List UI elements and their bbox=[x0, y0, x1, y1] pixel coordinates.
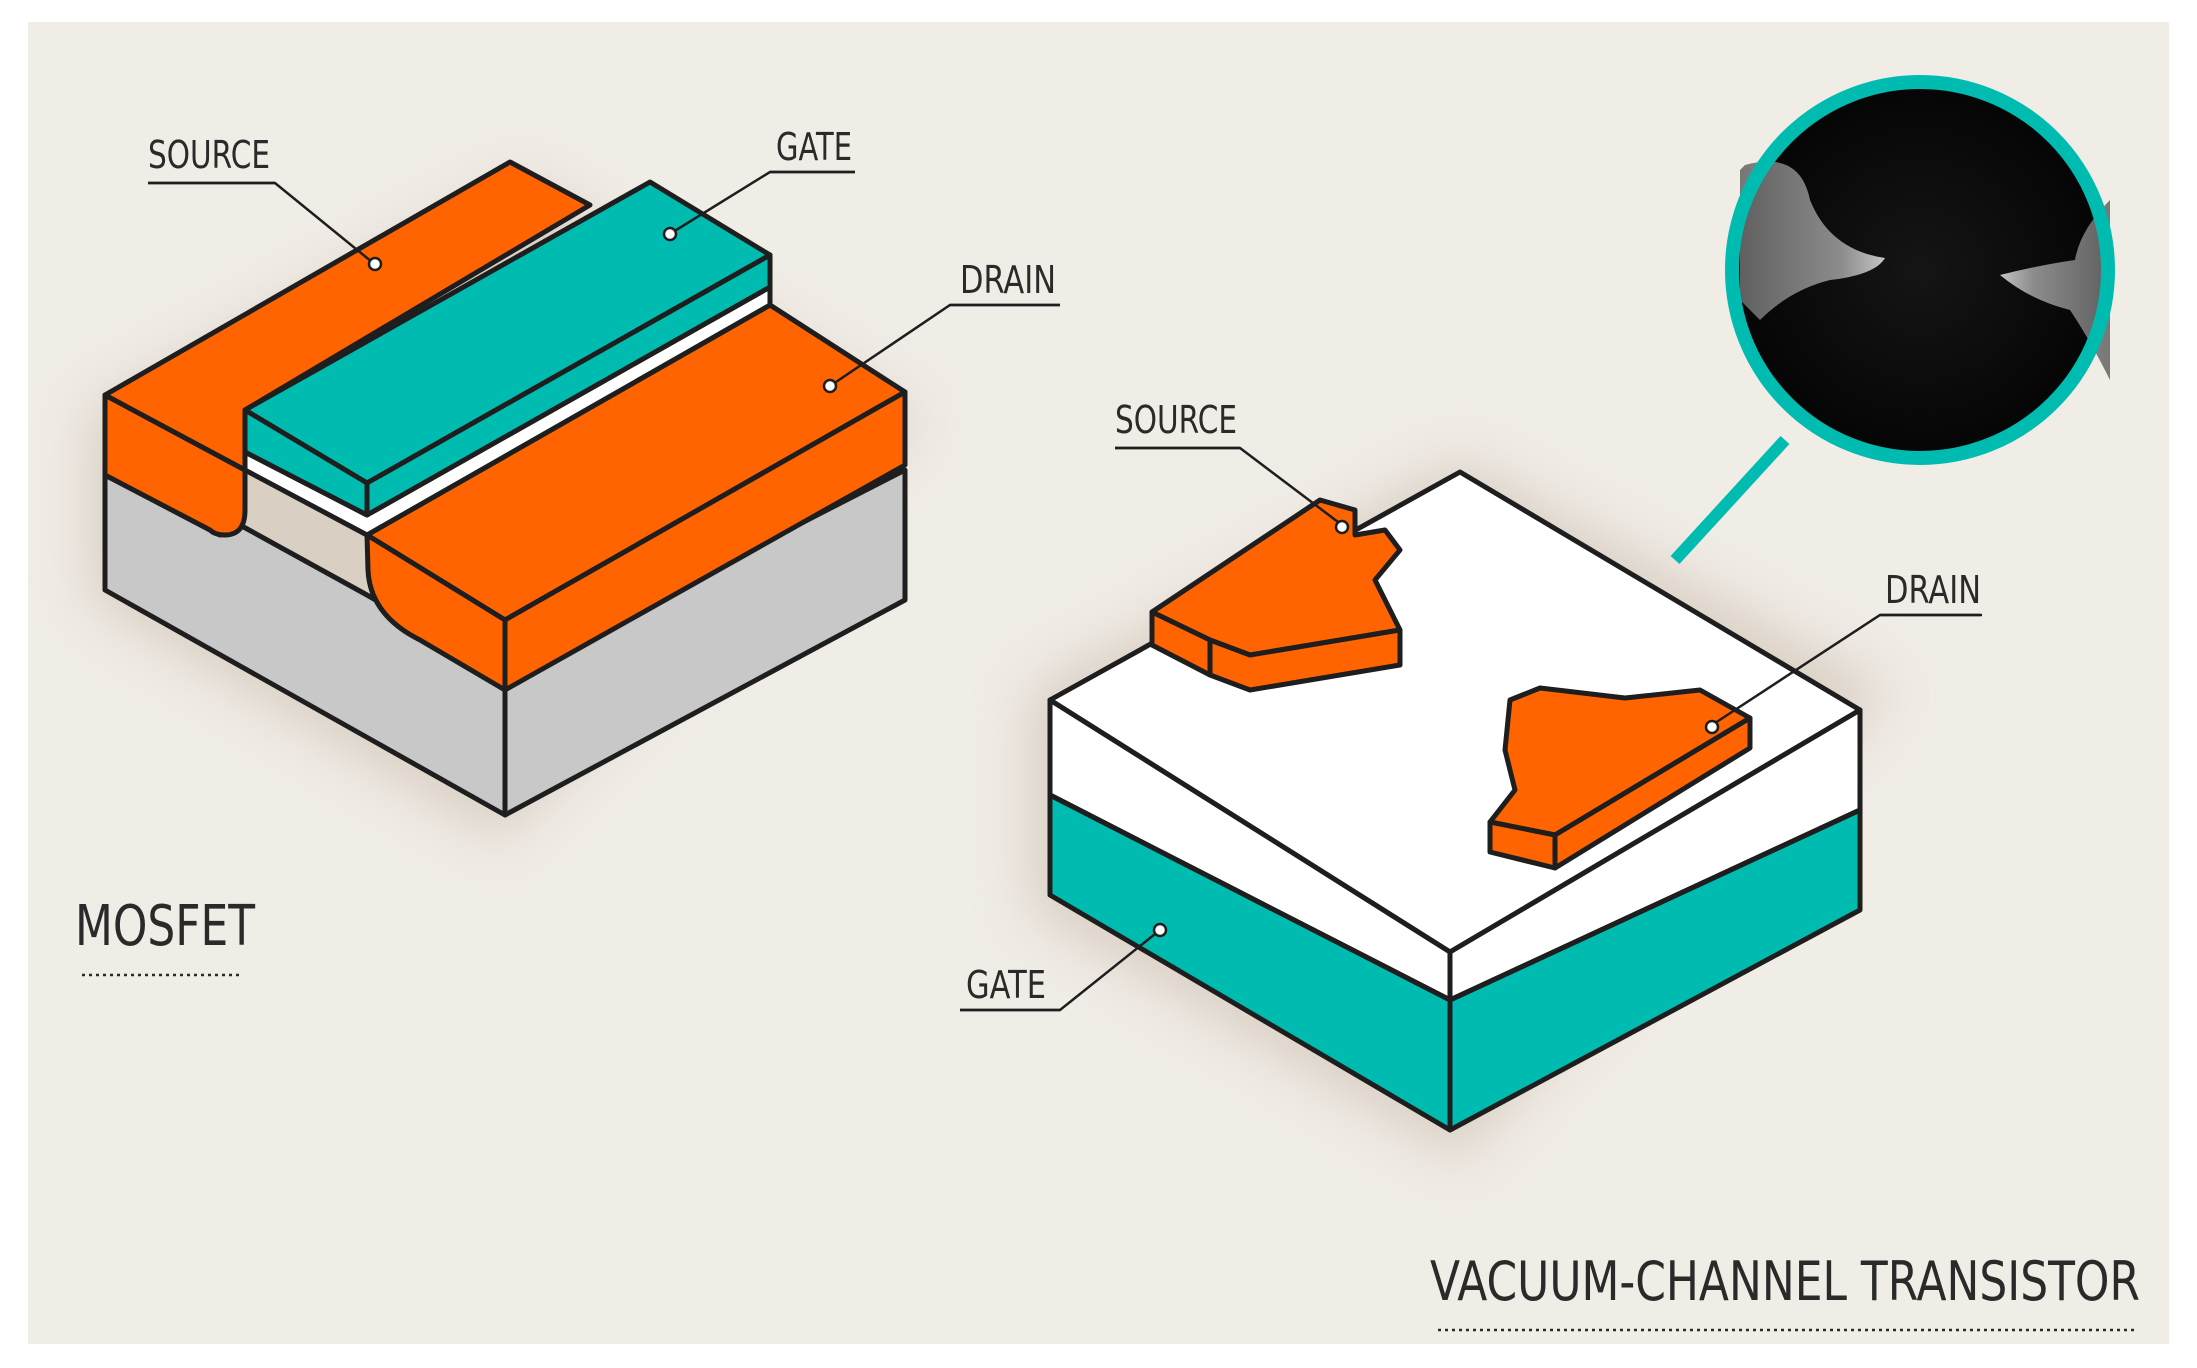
vacuum-gate-label: GATE bbox=[966, 963, 1046, 1007]
inset-circle-ring bbox=[1725, 75, 2115, 465]
mosfet-gate-dot bbox=[662, 226, 678, 242]
vacuum-drain-label: DRAIN bbox=[1885, 568, 1981, 612]
vacuum-leader-dots bbox=[1152, 519, 1720, 938]
mosfet-source-side bbox=[102, 392, 248, 538]
vacuum-drain-dot bbox=[1704, 719, 1720, 735]
mosfet-drain-dot bbox=[822, 378, 838, 394]
inset-left-tip bbox=[1740, 161, 1885, 320]
mosfet-source-top bbox=[102, 159, 593, 473]
mosfet-source-dot bbox=[367, 256, 383, 272]
vacuum-source-dot bbox=[1334, 519, 1350, 535]
vacuum-drain-side2 bbox=[1552, 715, 1753, 871]
vacuum-source-label: SOURCE bbox=[1115, 398, 1237, 442]
inset-right-tip bbox=[2000, 200, 2110, 380]
mosfet-gate-label: GATE bbox=[776, 125, 852, 169]
vacuum-block bbox=[1030, 460, 1890, 1160]
mosfet-drain-right bbox=[502, 389, 908, 693]
vacuum-inset-magnifier bbox=[1670, 75, 2115, 565]
vacuum-gate-dot bbox=[1152, 922, 1168, 938]
mosfet-drain-label: DRAIN bbox=[960, 258, 1056, 302]
mosfet-block bbox=[90, 159, 920, 840]
label-underlines bbox=[148, 170, 1982, 1012]
vacuum-title: VACUUM-CHANNEL TRANSISTOR bbox=[1430, 1250, 2140, 1313]
mosfet-title: MOSFET bbox=[75, 894, 256, 959]
mosfet-gate-right bbox=[364, 252, 773, 518]
mosfet-leader-dots bbox=[367, 226, 838, 394]
mosfet-source-label: SOURCE bbox=[148, 133, 270, 177]
inset-circle-background bbox=[1732, 82, 2108, 458]
vacuum-source-side2 bbox=[1207, 627, 1403, 693]
inset-connector-line bbox=[1670, 435, 1790, 565]
mosfet-drain-front bbox=[364, 532, 508, 693]
